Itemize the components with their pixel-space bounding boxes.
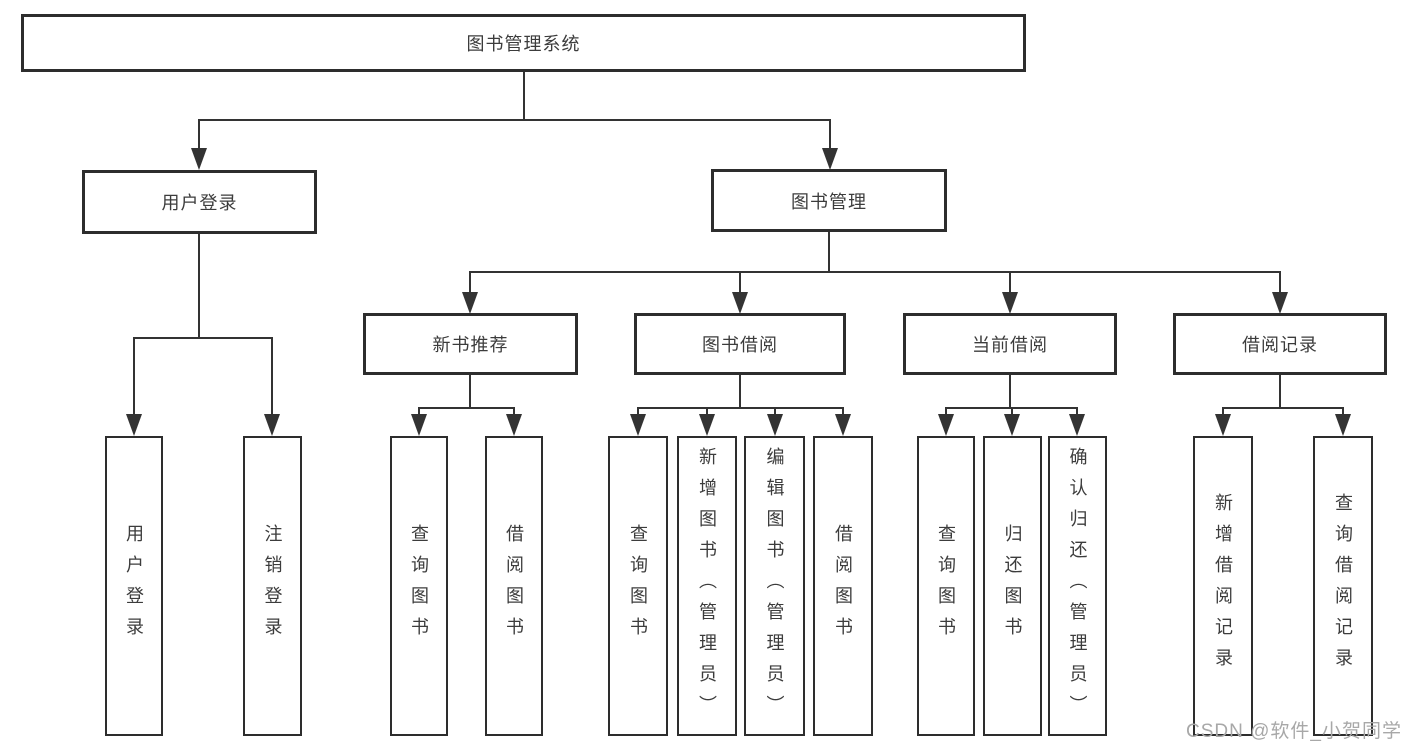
leaf-confirm-return-admin: 确认归还（管理员）: [1048, 436, 1107, 736]
connector-line: [1009, 271, 1011, 294]
leaf-query-books-2: 查询图书: [608, 436, 668, 736]
arrowhead-down-icon: [411, 414, 427, 436]
leaf-borrow-books-1: 借阅图书: [485, 436, 543, 736]
arrowhead-down-icon: [699, 414, 715, 436]
connector-line: [739, 374, 741, 408]
node-book-borrowing: 图书借阅: [634, 313, 846, 375]
connector-line: [523, 72, 525, 119]
leaf-query-borrow-record-label: 查询借阅记录: [1333, 493, 1353, 679]
node-user-login: 用户登录: [82, 170, 317, 234]
node-current-borrowing: 当前借阅: [903, 313, 1117, 375]
arrowhead-down-icon: [767, 414, 783, 436]
node-book-borrowing-label: 图书借阅: [702, 335, 778, 355]
connector-line: [470, 271, 1281, 273]
arrowhead-down-icon: [462, 292, 478, 314]
arrowhead-down-icon: [126, 414, 142, 436]
arrowhead-down-icon: [264, 414, 280, 436]
arrowhead-down-icon: [1002, 292, 1018, 314]
connector-line: [469, 271, 471, 294]
leaf-add-book-admin-label: 新增图书（管理员）: [697, 446, 717, 726]
connector-line: [706, 407, 708, 416]
connector-line: [1279, 374, 1281, 408]
node-borrowing-records: 借阅记录: [1173, 313, 1387, 375]
connector-line: [829, 119, 831, 150]
leaf-query-books-3: 查询图书: [917, 436, 975, 736]
leaf-query-books-1: 查询图书: [390, 436, 448, 736]
csdn-watermark: CSDN @软件_小贺同学: [1186, 721, 1402, 742]
leaf-return-books: 归还图书: [983, 436, 1042, 736]
connector-line: [418, 407, 420, 416]
leaf-edit-book-admin-label: 编辑图书（管理员）: [764, 446, 785, 726]
connector-line: [419, 407, 515, 409]
node-root-label: 图书管理系统: [466, 34, 581, 54]
connector-line: [945, 407, 947, 416]
leaf-query-books-3-label: 查询图书: [936, 524, 956, 648]
arrowhead-down-icon: [191, 148, 207, 170]
connector-line: [198, 234, 200, 338]
connector-line: [1009, 374, 1011, 408]
connector-line: [842, 407, 844, 416]
connector-line: [271, 337, 273, 415]
connector-line: [637, 407, 639, 416]
node-new-book-recommendation-label: 新书推荐: [432, 335, 509, 355]
leaf-query-books-1-label: 查询图书: [409, 524, 429, 648]
arrowhead-down-icon: [938, 414, 954, 436]
arrowhead-down-icon: [630, 414, 646, 436]
leaf-return-books-label: 归还图书: [1002, 524, 1023, 648]
leaf-user-login-label: 用户登录: [124, 524, 144, 648]
arrowhead-down-icon: [1335, 414, 1351, 436]
connector-line: [1076, 407, 1078, 416]
arrowhead-down-icon: [1004, 414, 1020, 436]
connector-line: [1223, 407, 1344, 409]
node-user-login-label: 用户登录: [161, 193, 238, 213]
connector-line: [469, 374, 471, 408]
node-borrowing-records-label: 借阅记录: [1242, 335, 1318, 355]
leaf-add-borrow-record-label: 新增借阅记录: [1213, 493, 1233, 679]
leaf-add-book-admin: 新增图书（管理员）: [677, 436, 737, 736]
connector-line: [739, 271, 741, 294]
connector-line: [1279, 271, 1281, 294]
arrowhead-down-icon: [822, 148, 838, 170]
arrowhead-down-icon: [506, 414, 522, 436]
node-current-borrowing-label: 当前借阅: [972, 335, 1048, 355]
leaf-query-borrow-record: 查询借阅记录: [1313, 436, 1373, 736]
connector-line: [199, 119, 831, 121]
connector-line: [1342, 407, 1344, 416]
arrowhead-down-icon: [1069, 414, 1085, 436]
connector-line: [134, 337, 273, 339]
connector-line: [774, 407, 776, 416]
leaf-borrow-books-1-label: 借阅图书: [504, 524, 524, 648]
connector-line: [638, 407, 844, 409]
leaf-user-login: 用户登录: [105, 436, 163, 736]
arrowhead-down-icon: [835, 414, 851, 436]
arrowhead-down-icon: [732, 292, 748, 314]
leaf-add-borrow-record: 新增借阅记录: [1193, 436, 1253, 736]
leaf-borrow-books-2-label: 借阅图书: [833, 524, 853, 648]
connector-line: [1222, 407, 1224, 416]
connector-line: [198, 119, 200, 150]
arrowhead-down-icon: [1272, 292, 1288, 314]
leaf-query-books-2-label: 查询图书: [628, 524, 648, 648]
leaf-edit-book-admin: 编辑图书（管理员）: [744, 436, 805, 736]
leaf-borrow-books-2: 借阅图书: [813, 436, 873, 736]
leaf-logout-label: 注销登录: [262, 524, 283, 648]
leaf-logout: 注销登录: [243, 436, 302, 736]
node-new-book-recommendation: 新书推荐: [363, 313, 578, 375]
connector-line: [133, 337, 135, 415]
connector-line: [828, 232, 830, 272]
node-book-management: 图书管理: [711, 169, 947, 232]
node-root: 图书管理系统: [21, 14, 1026, 72]
node-book-management-label: 图书管理: [791, 191, 867, 212]
leaf-confirm-return-admin-label: 确认归还（管理员）: [1067, 446, 1088, 726]
connector-line: [513, 407, 515, 416]
arrowhead-down-icon: [1215, 414, 1231, 436]
connector-line: [1011, 407, 1013, 416]
